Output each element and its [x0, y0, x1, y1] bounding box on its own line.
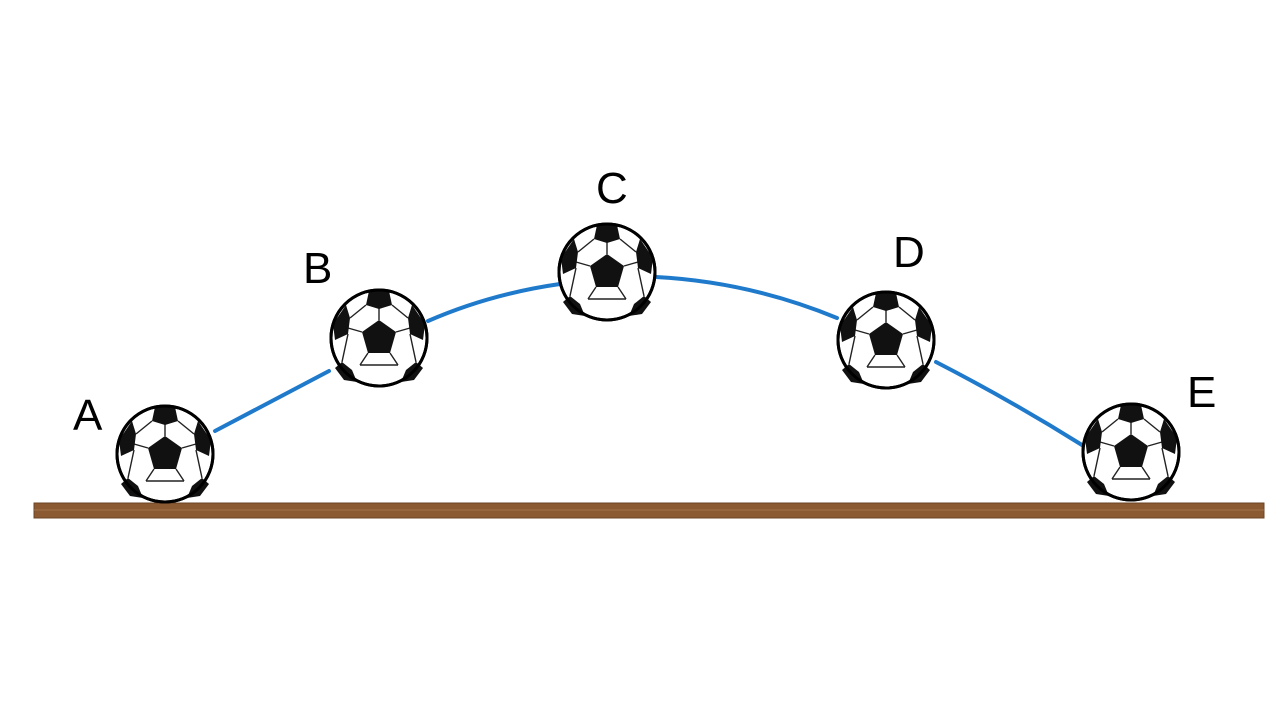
soccer-ball-icon	[836, 290, 936, 390]
ball-b	[329, 288, 429, 388]
soccer-ball-icon	[115, 404, 215, 504]
label-c: C	[596, 164, 628, 213]
soccer-ball-icon	[557, 222, 657, 322]
label-e: E	[1187, 368, 1216, 417]
soccer-ball-icon	[329, 288, 429, 388]
trajectory-segment-b-c	[426, 282, 562, 323]
trajectory-path	[213, 275, 1084, 447]
label-b: B	[303, 244, 332, 293]
trajectory-segment-d-e	[934, 360, 1084, 447]
trajectory-segment-c-d	[654, 275, 839, 320]
ball-d	[836, 290, 936, 390]
soccer-ball-icon	[1081, 402, 1181, 502]
label-d: D	[893, 228, 925, 277]
label-a: A	[73, 391, 103, 440]
ball-c	[557, 222, 657, 322]
trajectory-segment-a-b	[213, 369, 331, 433]
ball-e	[1081, 402, 1181, 502]
ball-a	[115, 404, 215, 504]
